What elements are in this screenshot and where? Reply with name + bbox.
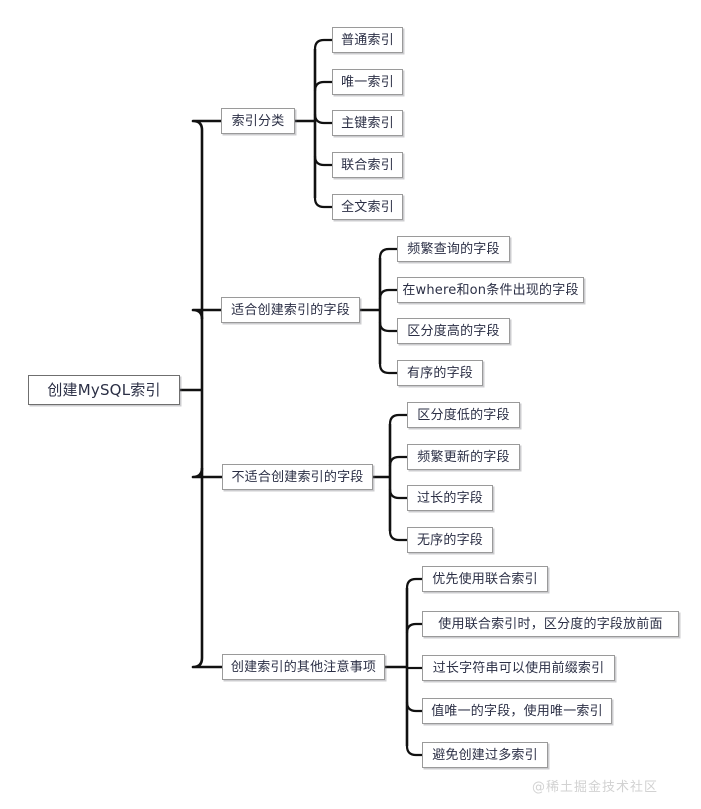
leaf-node-1-4[interactable]: 联合索引 bbox=[332, 152, 403, 178]
leaf-node-1-2[interactable]: 唯一索引 bbox=[332, 69, 403, 95]
mindmap-edge bbox=[313, 155, 332, 167]
mindmap-edge bbox=[191, 119, 221, 131]
leaf-node-4-2[interactable]: 使用联合索引时，区分度的字段放前面 bbox=[422, 611, 679, 637]
mindmap-edge bbox=[388, 488, 407, 500]
leaf-node-1-3[interactable]: 主键索引 bbox=[332, 110, 403, 136]
mindmap-edge bbox=[378, 363, 397, 375]
branch-node-4[interactable]: 创建索引的其他注意事项 bbox=[222, 654, 385, 680]
mindmap-edge bbox=[313, 80, 332, 92]
leaf-node-3-1[interactable]: 区分度低的字段 bbox=[407, 402, 520, 428]
leaf-node-4-5[interactable]: 避免创建过多索引 bbox=[422, 742, 548, 768]
leaf-node-3-3[interactable]: 过长的字段 bbox=[407, 485, 493, 511]
leaf-node-4-4[interactable]: 值唯一的字段，使用唯一索引 bbox=[422, 698, 612, 724]
mindmap-edge bbox=[388, 455, 407, 467]
leaf-node-2-4[interactable]: 有序的字段 bbox=[397, 360, 483, 386]
branch-node-1[interactable]: 索引分类 bbox=[221, 108, 295, 134]
leaf-node-2-2[interactable]: 在where和on条件出现的字段 bbox=[397, 277, 584, 303]
watermark: @稀土掘金技术社区 bbox=[532, 780, 659, 795]
mindmap-edge bbox=[405, 745, 422, 757]
leaf-node-4-1[interactable]: 优先使用联合索引 bbox=[422, 566, 548, 592]
mindmap-edge bbox=[388, 530, 407, 542]
mindmap-edge bbox=[313, 113, 332, 125]
mindmap-edge bbox=[378, 247, 397, 259]
leaf-node-1-5[interactable]: 全文索引 bbox=[332, 194, 403, 220]
mindmap-edge bbox=[405, 622, 422, 634]
mindmap-edge bbox=[191, 467, 222, 479]
mindmap-edge bbox=[191, 308, 221, 320]
mindmap-edge bbox=[191, 657, 222, 669]
leaf-node-2-1[interactable]: 频繁查询的字段 bbox=[397, 236, 510, 262]
root-node[interactable]: 创建MySQL索引 bbox=[28, 375, 180, 405]
leaf-node-3-2[interactable]: 频繁更新的字段 bbox=[407, 444, 520, 470]
leaf-node-3-4[interactable]: 无序的字段 bbox=[407, 527, 493, 553]
mindmap-edge bbox=[405, 701, 422, 713]
mindmap-edge bbox=[378, 288, 397, 300]
mindmap-edge bbox=[405, 577, 422, 589]
branch-node-2[interactable]: 适合创建索引的字段 bbox=[221, 297, 360, 323]
mindmap-edge bbox=[378, 321, 397, 333]
mindmap-edge bbox=[313, 38, 332, 50]
leaf-node-4-3[interactable]: 过长字符串可以使用前缀索引 bbox=[422, 655, 615, 681]
leaf-node-2-3[interactable]: 区分度高的字段 bbox=[397, 318, 510, 344]
mindmap-edge bbox=[388, 413, 407, 425]
mindmap-edge bbox=[313, 197, 332, 209]
leaf-node-1-1[interactable]: 普通索引 bbox=[332, 27, 403, 53]
branch-node-3[interactable]: 不适合创建索引的字段 bbox=[222, 464, 373, 490]
